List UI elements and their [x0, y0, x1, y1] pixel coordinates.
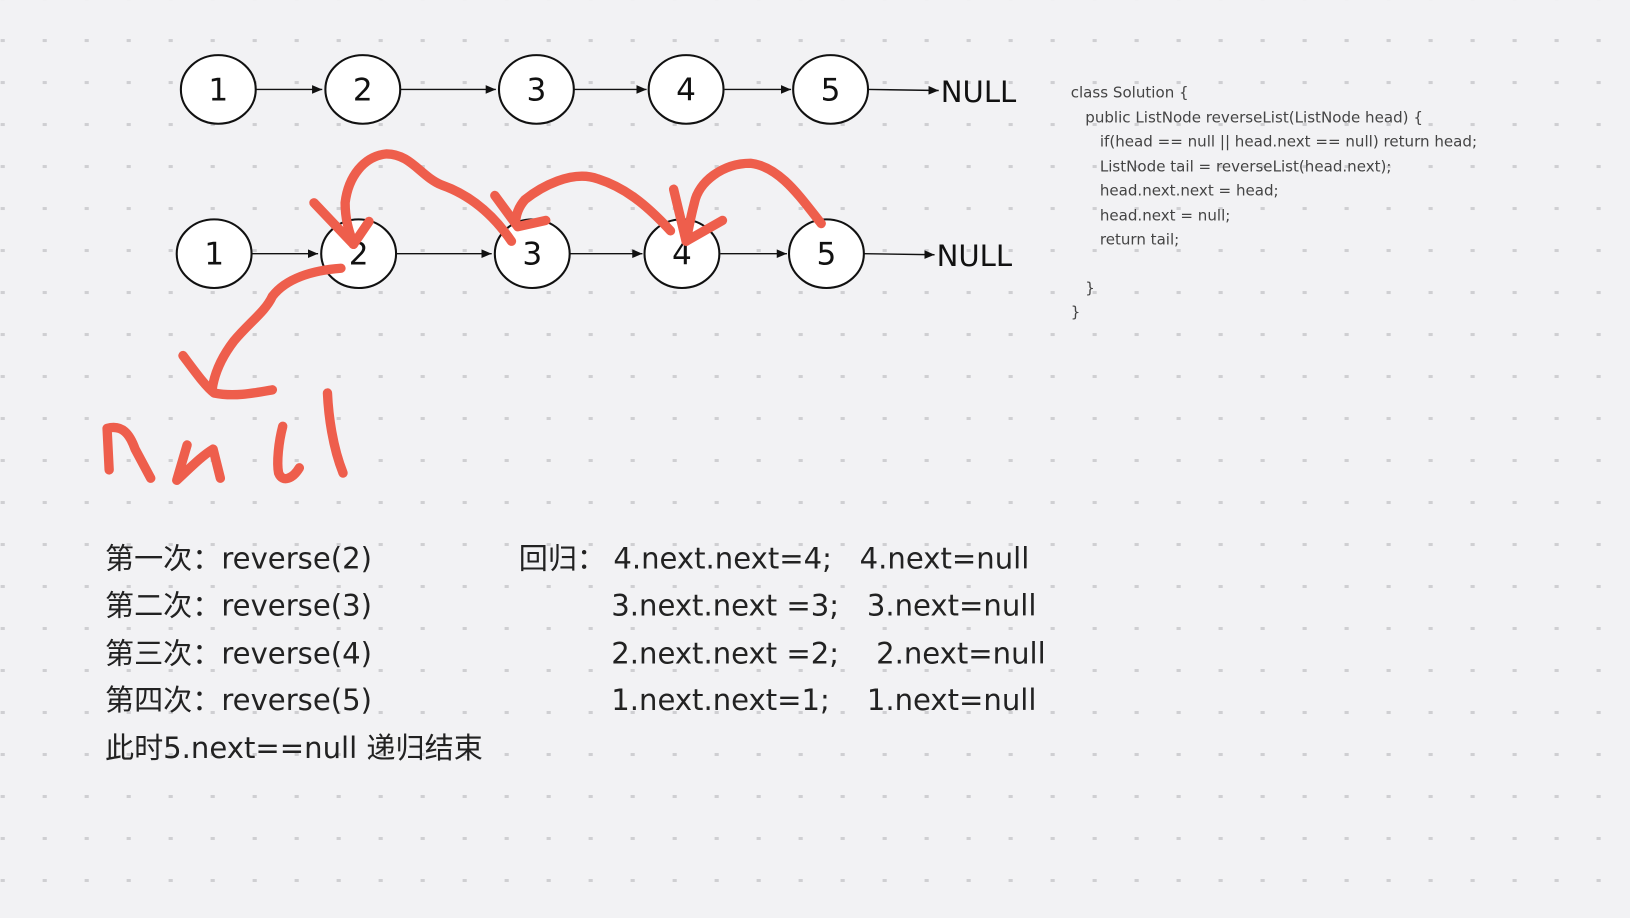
list-node: 4	[647, 54, 725, 125]
arrowhead	[178, 350, 278, 400]
list-node: 5	[792, 54, 870, 125]
arrowhead	[490, 190, 551, 232]
node-value: 5	[821, 72, 841, 108]
call-line: 第四次：reverse(5)	[105, 683, 372, 717]
code-line: head.next = null;	[1100, 206, 1231, 224]
arrowhead	[309, 198, 374, 250]
return-line: 2.next.next =2; 2.next=null	[611, 636, 1045, 670]
recursion-returns: 回归： 4.next.next=4; 4.next=null 3.next.ne…	[519, 542, 1046, 717]
arrowhead	[668, 184, 728, 246]
node-value: 3	[522, 237, 542, 273]
arrow-2-to-null	[207, 263, 346, 395]
code-line: head.next.next = head;	[1100, 181, 1279, 199]
return-line: 3.next.next =3; 3.next=null	[611, 588, 1036, 622]
return-line: 4.next.next=4; 4.next=null	[613, 542, 1029, 576]
linked-list-original: 1 2 3 4 5 NULL	[179, 54, 1017, 125]
list-node: 1	[179, 54, 257, 125]
reverse-arrow-5-to-4	[681, 158, 826, 246]
code-line: return tail;	[1100, 230, 1179, 248]
call-line: 此时5.next==null 递归结束	[105, 731, 483, 765]
call-line: 第一次：reverse(2)	[105, 542, 372, 576]
handwritten-null	[102, 388, 348, 485]
code-line: }	[1085, 279, 1095, 297]
node-value: 3	[526, 72, 546, 108]
null-terminator: NULL	[937, 239, 1013, 273]
node-value: 5	[817, 237, 837, 273]
return-line: 1.next.next=1; 1.next=null	[611, 683, 1036, 717]
reverse-arrow-3-to-2	[340, 149, 517, 250]
null-terminator: NULL	[941, 75, 1017, 109]
call-line: 第二次：reverse(3)	[105, 588, 372, 622]
node-value: 1	[208, 72, 228, 108]
node-value: 1	[204, 237, 224, 273]
link-arrow	[863, 250, 935, 259]
code-line: if(head == null || head.next == null) re…	[1100, 133, 1477, 151]
code-line: ListNode tail = reverseList(head.next);	[1100, 158, 1392, 176]
returns-label: 回归：	[519, 542, 606, 576]
code-line: class Solution {	[1071, 84, 1189, 102]
list-node: 2	[324, 54, 402, 125]
list-node: 1	[175, 218, 253, 290]
code-line: public ListNode reverseList(ListNode hea…	[1085, 109, 1423, 127]
node-value: 2	[353, 72, 373, 108]
code-line: }	[1071, 303, 1081, 321]
handwritten-annotations	[102, 149, 826, 485]
list-node: 3	[497, 54, 575, 125]
node-value: 4	[676, 72, 696, 108]
call-line: 第三次：reverse(4)	[105, 636, 372, 670]
recursion-calls: 第一次：reverse(2) 第二次：reverse(3) 第三次：revers…	[105, 542, 483, 765]
link-arrow	[868, 85, 939, 95]
reverse-arrow-4-to-3	[510, 171, 676, 236]
list-node: 5	[787, 218, 865, 290]
code-snippet: class Solution { public ListNode reverse…	[1071, 84, 1477, 321]
